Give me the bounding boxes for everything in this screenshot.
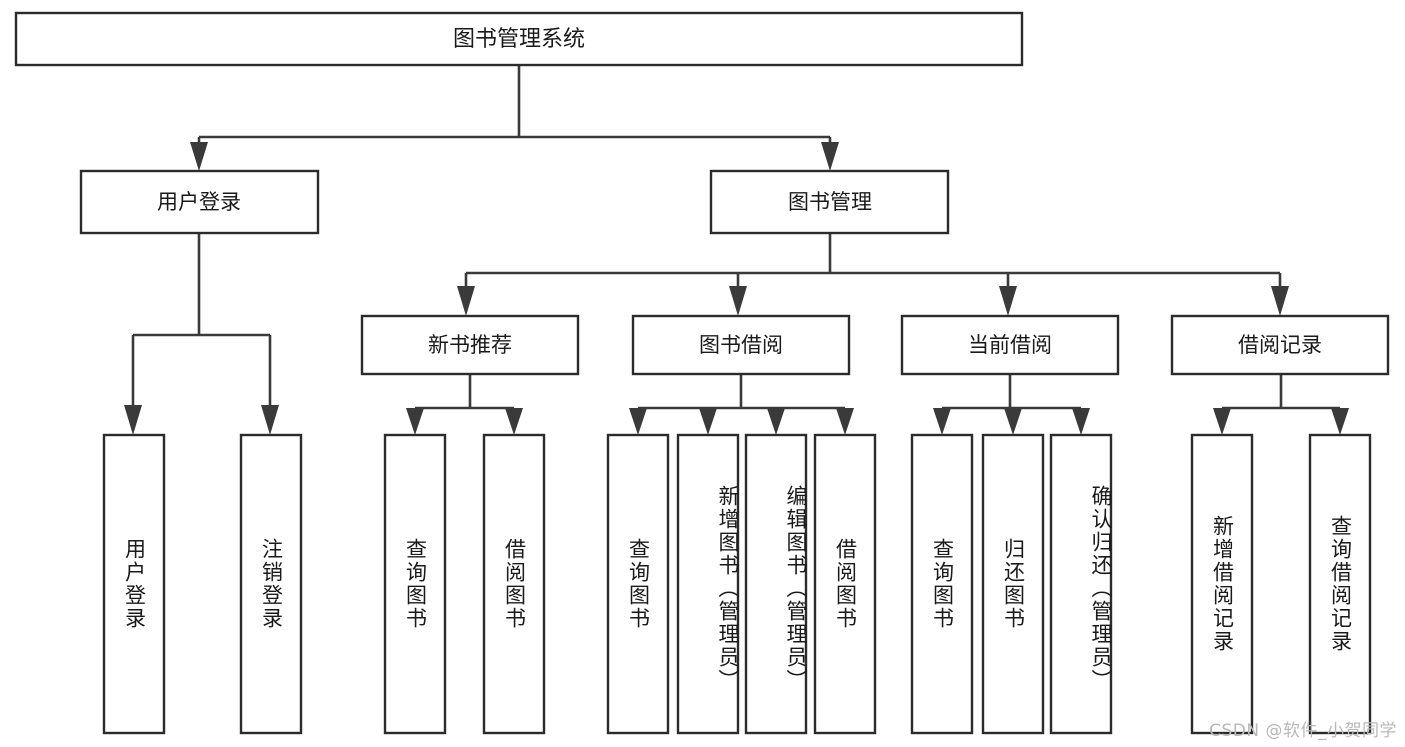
arrow-to-user-login — [190, 142, 208, 171]
csdn-watermark: CSDN @软件_小贺同学 — [1209, 721, 1397, 741]
leaf-box-confirm-return[interactable] — [1049, 433, 1113, 735]
arrow-to-leaf-query-record — [1331, 408, 1349, 435]
leaf-box-query-book-3[interactable] — [910, 433, 974, 735]
arrow-to-leaf-confirm-return — [1072, 408, 1090, 435]
connector-group-borrow-record — [1213, 374, 1349, 435]
node-user-login-label: 用户登录 — [157, 190, 241, 214]
arrow-to-new-book-recommend — [457, 286, 475, 316]
leaf-box-add-record[interactable] — [1190, 433, 1254, 735]
leaf-box-return-book[interactable] — [981, 433, 1045, 735]
leaf-box-query-record[interactable] — [1308, 433, 1372, 735]
node-book-management-box[interactable] — [709, 169, 950, 235]
node-borrow-record-box[interactable] — [1170, 314, 1390, 376]
arrow-to-leaf-query-book-1 — [406, 408, 424, 435]
node-user-login-box[interactable] — [79, 169, 320, 235]
arrow-to-leaf-query-book-3 — [933, 408, 951, 435]
node-book-borrow-label: 图书借阅 — [699, 333, 783, 357]
connector-group-current-borrow — [933, 374, 1090, 435]
leaf-box-group — [102, 433, 1372, 735]
leaf-box-borrow-book-2[interactable] — [813, 433, 877, 735]
node-new-book-recommend-label: 新书推荐 — [428, 333, 512, 357]
arrow-to-current-borrow — [999, 286, 1017, 316]
node-current-borrow[interactable]: 当前借阅 — [900, 314, 1120, 376]
connector-group-new-book-recommend — [406, 374, 523, 435]
connector-group-root — [190, 65, 839, 171]
arrow-to-leaf-return-book — [1004, 408, 1022, 435]
node-book-borrow-box[interactable] — [631, 314, 851, 376]
node-book-management-label: 图书管理 — [788, 190, 872, 214]
node-user-login[interactable]: 用户登录 — [79, 169, 320, 235]
node-current-borrow-box[interactable] — [900, 314, 1120, 376]
node-root-label: 图书管理系统 — [453, 27, 585, 52]
leaf-box-edit-book[interactable] — [744, 433, 808, 735]
arrow-to-book-management — [821, 142, 839, 171]
arrow-to-borrow-record — [1271, 286, 1289, 316]
arrow-to-leaf-edit-book — [767, 408, 785, 435]
connector-group-book-borrow — [629, 374, 854, 435]
leaf-box-logout[interactable] — [239, 433, 303, 735]
node-borrow-record-label: 借阅记录 — [1238, 333, 1322, 357]
node-book-management[interactable]: 图书管理 — [709, 169, 950, 235]
arrow-to-leaf-logout — [261, 405, 279, 435]
leaf-box-add-book[interactable] — [676, 433, 740, 735]
arrow-to-leaf-query-book-2 — [629, 408, 647, 435]
leaf-box-borrow-book-1[interactable] — [482, 433, 546, 735]
arrow-to-leaf-borrow-book-2 — [836, 408, 854, 435]
arrow-to-book-borrow — [729, 286, 747, 316]
node-root-box[interactable] — [14, 11, 1024, 67]
connector-group-book-management — [457, 233, 1289, 316]
leaf-box-query-book-2[interactable] — [606, 433, 670, 735]
node-book-borrow[interactable]: 图书借阅 — [631, 314, 851, 376]
leaf-box-user-login[interactable] — [102, 433, 166, 735]
node-new-book-recommend[interactable]: 新书推荐 — [360, 314, 580, 376]
node-borrow-record[interactable]: 借阅记录 — [1170, 314, 1390, 376]
arrow-to-leaf-add-record — [1213, 408, 1231, 435]
arrow-to-leaf-add-book — [699, 408, 717, 435]
arrow-to-leaf-borrow-book-1 — [505, 408, 523, 435]
node-root[interactable]: 图书管理系统 — [14, 11, 1024, 67]
connector-group-user-login — [124, 233, 279, 435]
node-new-book-recommend-box[interactable] — [360, 314, 580, 376]
arrow-to-leaf-user-login — [124, 405, 142, 435]
leaf-box-query-book-1[interactable] — [383, 433, 447, 735]
node-current-borrow-label: 当前借阅 — [968, 333, 1052, 357]
